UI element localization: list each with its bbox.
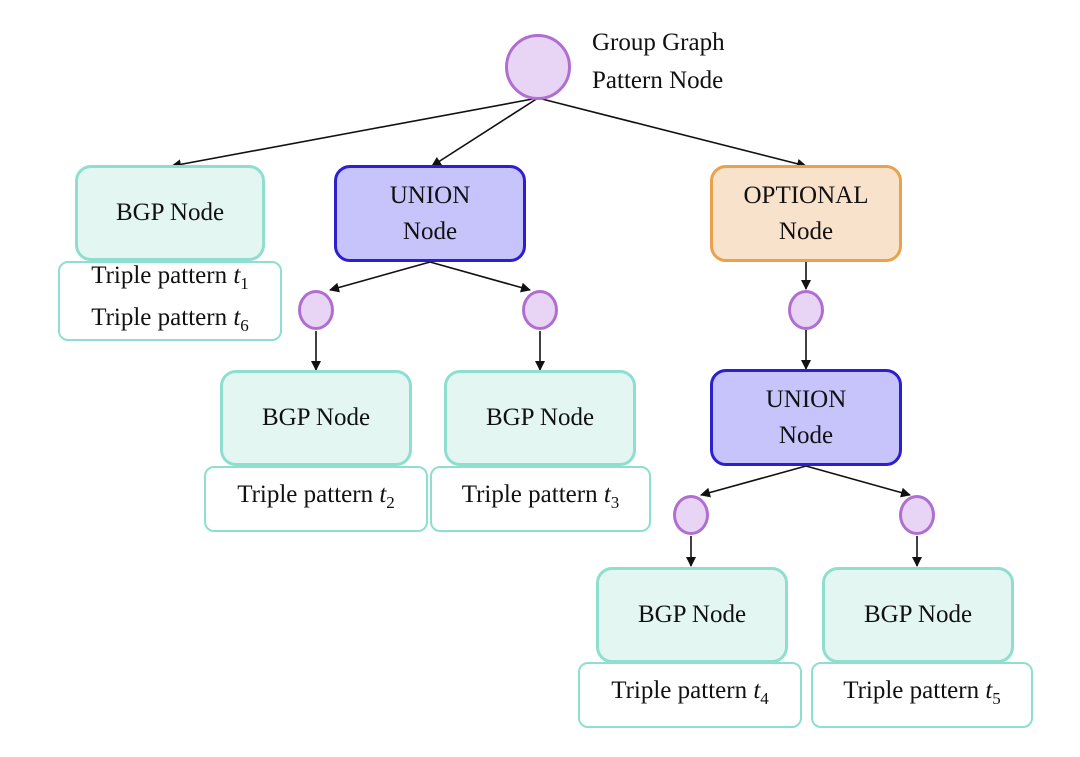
bgp-node-3-label: BGP Node — [485, 404, 595, 431]
triple-box-t1-t6: Triple pattern t1 Triple pattern t6 — [58, 261, 282, 341]
group-node-union1-right[interactable] — [522, 290, 558, 330]
edge-union-to-group-a — [329, 261, 431, 293]
bgp-node-1[interactable]: BGP Node — [75, 165, 265, 261]
group-node-union2-right[interactable] — [899, 495, 935, 535]
triple-box-t4: Triple pattern t4 — [578, 662, 802, 728]
triple-pattern-t2: Triple pattern t2 — [237, 481, 395, 512]
bgp-node-4[interactable]: BGP Node — [596, 567, 788, 663]
root-label-line1: Group Graph — [592, 29, 725, 56]
bgp-node-2-label: BGP Node — [261, 404, 371, 431]
union-node-2[interactable]: UNION Node — [710, 369, 902, 466]
root-node-label: Group Graph Pattern Node — [592, 24, 725, 100]
edge-root-to-union — [431, 97, 539, 167]
optional-node-line1: OPTIONAL — [743, 181, 869, 209]
bgp-node-5-label: BGP Node — [863, 601, 973, 628]
edge-root-to-bgp — [171, 97, 539, 170]
triple-pattern-t4: Triple pattern t4 — [611, 677, 769, 708]
union-node-2-line1: UNION — [765, 385, 847, 413]
union-node-1[interactable]: UNION Node — [334, 165, 526, 262]
bgp-node-3[interactable]: BGP Node — [444, 370, 636, 466]
edge-union-to-group-b — [429, 261, 531, 293]
edge-root-to-optional — [537, 97, 807, 169]
group-node-union2-left[interactable] — [673, 495, 709, 535]
triple-box-t3: Triple pattern t3 — [430, 466, 651, 532]
union-node-1-line1: UNION — [389, 181, 471, 209]
bgp-node-5[interactable]: BGP Node — [822, 567, 1014, 663]
union-node-2-line2: Node — [778, 421, 834, 449]
triple-pattern-t5: Triple pattern t5 — [843, 677, 1001, 708]
triple-box-t5: Triple pattern t5 — [811, 662, 1033, 728]
union-node-1-line2: Node — [402, 217, 458, 245]
triple-pattern-t1: Triple pattern t1 — [91, 262, 249, 293]
bgp-node-1-label: BGP Node — [115, 199, 225, 226]
triple-box-t2: Triple pattern t2 — [204, 466, 428, 532]
optional-node-line2: Node — [778, 217, 834, 245]
triple-pattern-t3: Triple pattern t3 — [461, 481, 620, 512]
edge-union2-to-group-c — [700, 465, 807, 498]
optional-node[interactable]: OPTIONAL Node — [710, 165, 902, 262]
group-node-optional[interactable] — [788, 290, 824, 330]
edge-union2-to-group-d — [805, 465, 911, 498]
root-label-line2: Pattern Node — [592, 67, 724, 94]
group-node-union1-left[interactable] — [298, 290, 334, 330]
triple-pattern-t6: Triple pattern t6 — [91, 304, 249, 335]
root-group-graph-pattern-node[interactable] — [505, 34, 571, 100]
bgp-node-2[interactable]: BGP Node — [220, 370, 412, 466]
bgp-node-4-label: BGP Node — [637, 601, 747, 628]
